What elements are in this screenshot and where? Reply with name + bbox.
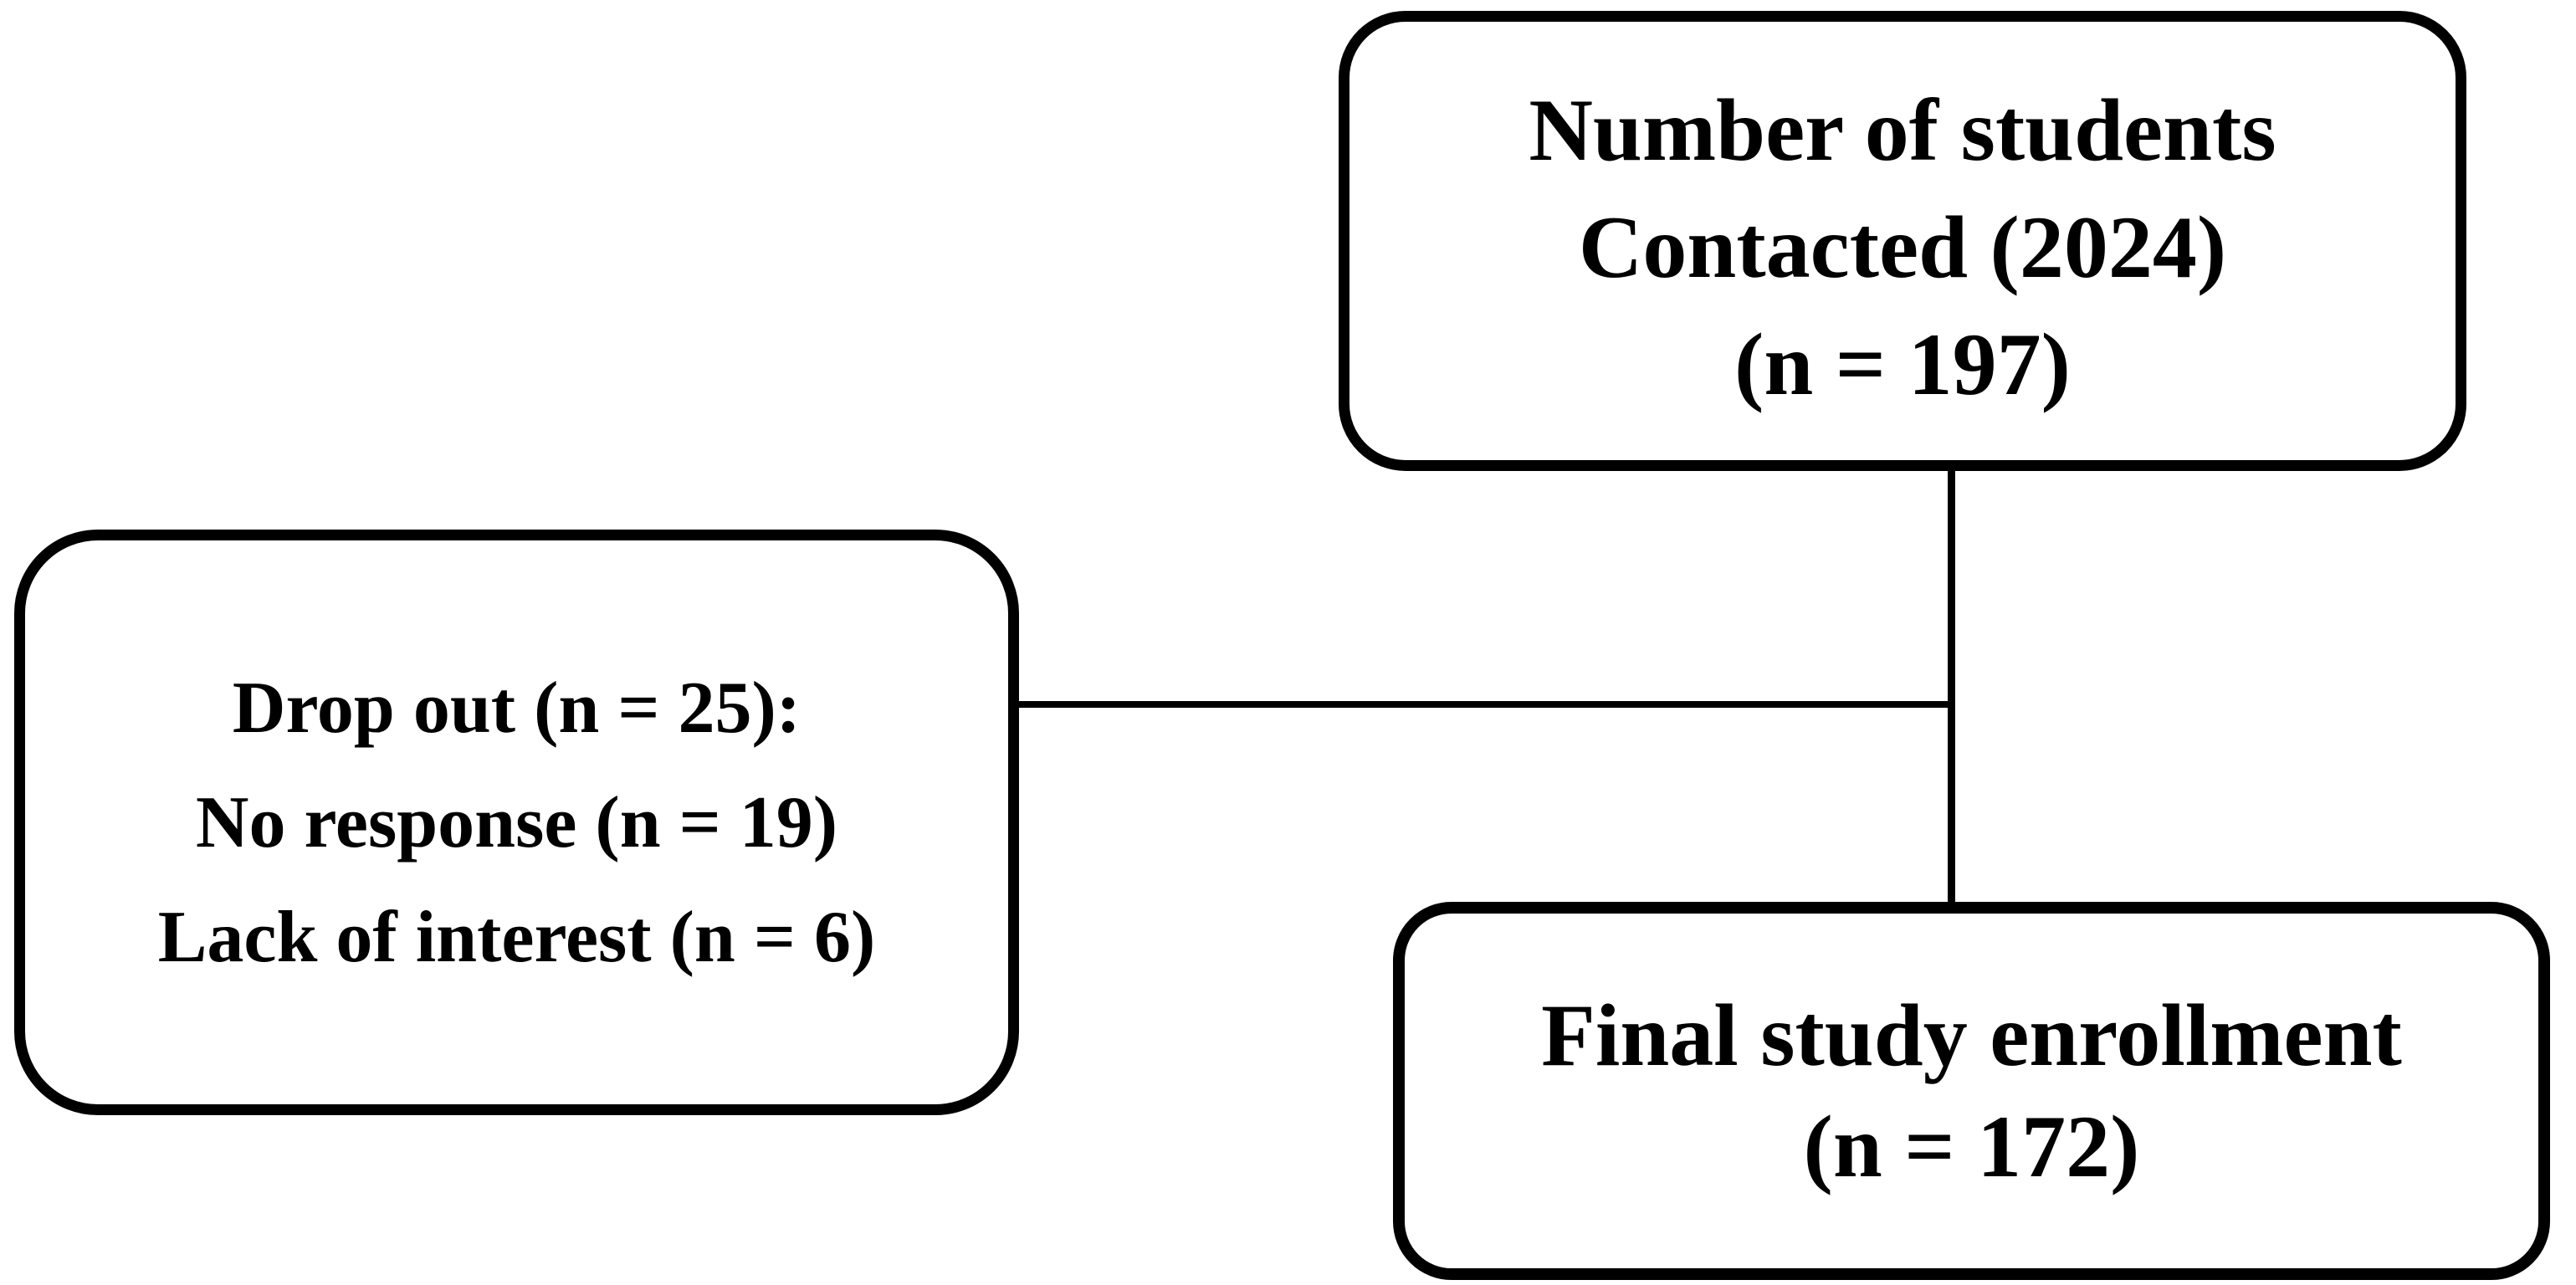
flow-box-contacted: Number of students Contacted (2024) (n =… xyxy=(1339,11,2466,471)
flow-box-dropout: Drop out (n = 25): No response (n = 19) … xyxy=(14,530,1019,1115)
dropout-line-3: Lack of interest (n = 6) xyxy=(157,896,876,978)
connector-branch-to-dropout xyxy=(1019,701,1955,708)
contacted-line-2: Contacted (2024) xyxy=(1578,198,2227,296)
contacted-line-3: (n = 197) xyxy=(1734,315,2071,413)
final-line-2: (n = 172) xyxy=(1803,1098,2140,1195)
dropout-line-1: Drop out (n = 25): xyxy=(232,667,801,749)
dropout-line-2: No response (n = 19) xyxy=(195,781,838,863)
connector-contacted-to-final xyxy=(1948,471,1955,904)
contacted-line-1: Number of students xyxy=(1529,81,2276,179)
final-line-1: Final study enrollment xyxy=(1541,986,2402,1084)
flow-box-final-enrollment: Final study enrollment (n = 172) xyxy=(1393,902,2550,1280)
